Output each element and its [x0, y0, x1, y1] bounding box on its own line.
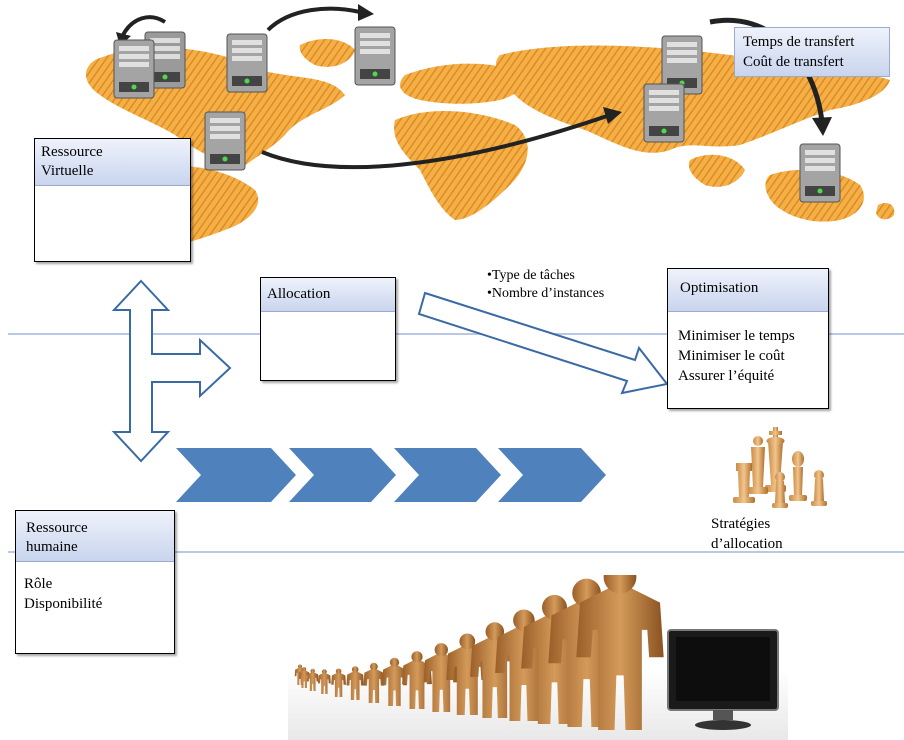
transfer-arrowhead-3: [603, 107, 622, 124]
virtual-resource-title-line2: Virtuelle: [41, 163, 94, 179]
transfer-cost-text: Coût de transfert: [743, 54, 844, 70]
server-icon: [799, 143, 841, 203]
diagonal-arrow: [417, 291, 669, 395]
strategies-line2: d’allocation: [711, 536, 783, 552]
monitor-icon: [667, 629, 779, 730]
people-row-illustration: [288, 575, 788, 740]
transfer-arrowhead-4: [812, 117, 832, 136]
process-chevrons: [176, 448, 606, 502]
optimisation-box: Optimisation Minimiser le temps Minimise…: [667, 268, 829, 409]
optimisation-list: Minimiser le temps Minimiser le coût Ass…: [668, 312, 828, 400]
person-figure: [306, 668, 319, 691]
optimisation-item: Minimiser le temps: [678, 328, 795, 344]
transfer-time-text: Temps de transfert: [743, 34, 855, 50]
virtual-resource-title-line1: Ressource: [41, 144, 103, 160]
human-resource-title-line1: Ressource: [26, 520, 88, 536]
transfer-label: Temps de transfert Coût de transfert: [734, 27, 890, 77]
server-icon: [354, 26, 396, 86]
optimisation-item: Assurer l’équité: [678, 368, 775, 384]
person-figure: [318, 669, 331, 694]
transfer-arrow-3: [261, 113, 611, 170]
strategies-text: Stratégies d’allocation: [711, 514, 783, 554]
human-resource-list: Rôle Disponibilité: [16, 562, 174, 626]
continent-southeast-asia: [688, 154, 745, 187]
human-resource-item: Disponibilité: [24, 596, 103, 612]
optimisation-item: Minimiser le coût: [678, 348, 785, 364]
task-info-text: •Type de tâches •Nombre d’instances: [487, 267, 604, 303]
optimisation-title: Optimisation: [680, 280, 759, 296]
transfer-arrow-1: [121, 15, 167, 37]
chess-pieces-icon: [733, 427, 827, 508]
human-resource-item: Rôle: [24, 576, 53, 592]
virtual-resource-box: Ressource Virtuelle: [34, 138, 191, 262]
human-resource-title-line2: humaine: [26, 539, 78, 555]
server-icon: [113, 39, 155, 99]
transfer-arrowhead-2: [358, 4, 374, 21]
server-icon: [661, 35, 703, 95]
continent-europe: [400, 63, 523, 104]
server-icon: [226, 33, 268, 93]
separator-line-bottom: [8, 551, 904, 553]
allocation-box: Allocation: [260, 277, 396, 381]
continent-new-zealand: [876, 203, 895, 220]
task-type-text: •Type de tâches: [487, 268, 575, 283]
strategies-line1: Stratégies: [711, 516, 771, 532]
chevron-step-2: [289, 448, 396, 502]
chevron-step-3: [394, 448, 501, 502]
continent-africa: [394, 110, 528, 220]
person-figure: [382, 657, 407, 706]
bidirectional-arrow: [111, 279, 232, 463]
instance-count-text: •Nombre d’instances: [487, 286, 605, 301]
person-figure: [331, 668, 346, 697]
chevron-step-1: [176, 448, 296, 502]
human-resource-box: Ressource humaine Rôle Disponibilité: [15, 510, 175, 654]
allocation-header: Allocation: [261, 278, 395, 312]
continent-greenland: [299, 38, 355, 67]
virtual-resource-header: Ressource Virtuelle: [35, 139, 190, 186]
allocation-title: Allocation: [267, 286, 331, 302]
human-resource-header: Ressource humaine: [16, 511, 174, 562]
server-icon: [144, 31, 186, 89]
person-figure: [402, 651, 432, 709]
optimisation-header: Optimisation: [668, 269, 828, 312]
chevron-step-4: [498, 448, 606, 502]
separator-line-top: [8, 333, 904, 335]
transfer-arrow-2: [266, 6, 361, 32]
server-icon: [204, 111, 246, 171]
server-icon: [643, 83, 685, 143]
